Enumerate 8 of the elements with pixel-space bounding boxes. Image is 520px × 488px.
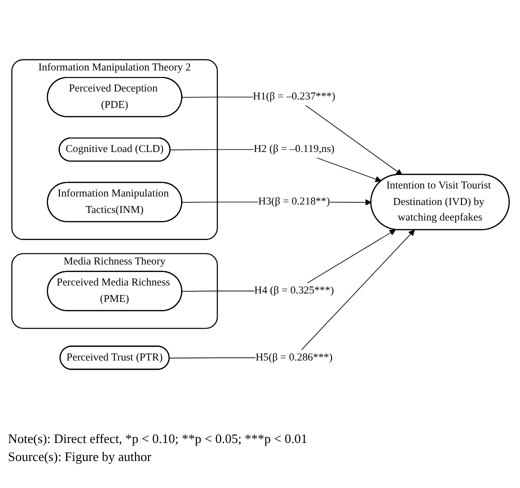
edge-label: H4 (β = 0.325***) xyxy=(254,284,334,296)
caption-note: Note(s): Direct effect, *p < 0.10; **p < 0.05; ***p < 0.01 xyxy=(8,430,308,448)
edge-label: H2 (β = –0.119,ns) xyxy=(253,143,334,155)
edge-label: H3(β = 0.218**) xyxy=(258,196,330,208)
source-note: Source(s): Figure by author xyxy=(8,448,152,466)
arrow xyxy=(181,96,402,175)
edge-label: H1(β = –0.237***) xyxy=(252,90,335,102)
edge-label: H5(β = 0.286***) xyxy=(255,351,332,363)
